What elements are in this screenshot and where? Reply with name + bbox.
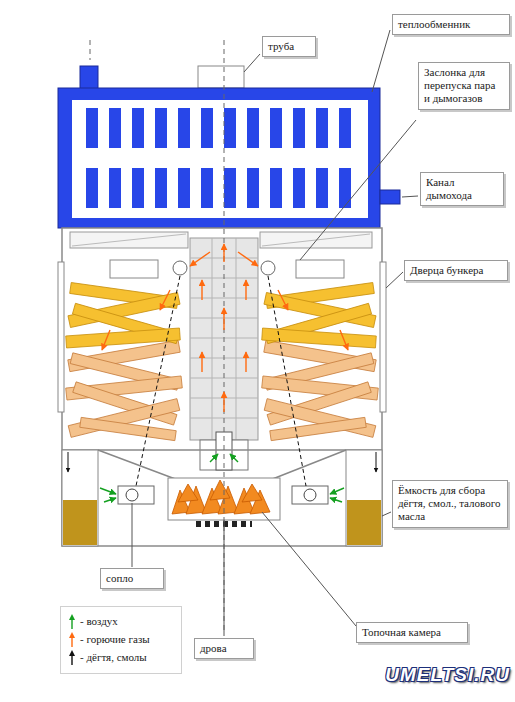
callout-box: дрова: [194, 638, 254, 659]
callout-text: сопло: [106, 572, 158, 585]
callout-text: Дверца бункера: [410, 264, 502, 277]
callout-box: труба: [262, 36, 316, 57]
legend-text: - дёгтя, смолы: [80, 651, 147, 664]
callout-box: Ёмкость для сбора дёгтя, смол., талового…: [392, 480, 508, 528]
callout-text: Ёмкость для сбора дёгтя, смол., талового…: [398, 484, 502, 524]
callout-box: Топочная камера: [356, 622, 468, 643]
legend-row: - воздух: [67, 614, 175, 630]
callout-text: труба: [268, 40, 310, 53]
callout-text: Топочная камера: [362, 626, 462, 639]
legend-arrow: [67, 614, 77, 630]
callout-text: Заслонка для перепуска пара и дымогазов: [424, 66, 504, 106]
legend-text: - воздух: [80, 615, 118, 628]
callout-text: теплообменник: [398, 18, 504, 31]
legend-arrow: [67, 632, 77, 648]
legend-arrow: [67, 650, 77, 666]
legend-box: - воздух - горючие газы - дёгтя, смолы: [60, 606, 182, 674]
callout-box: сопло: [100, 568, 164, 589]
callout-box: Канал дымохода: [420, 172, 504, 206]
callout-box: теплообменник: [392, 14, 510, 35]
legend-row: - дёгтя, смолы: [67, 650, 175, 666]
legend-text: - горючие газы: [80, 633, 150, 646]
callout-box: Заслонка для перепуска пара и дымогазов: [418, 62, 510, 110]
watermark: UMELTSI.RU: [385, 664, 510, 686]
callout-box: Дверца бункера: [404, 260, 508, 281]
callout-text: Канал дымохода: [426, 176, 498, 202]
callout-text: дрова: [200, 642, 248, 655]
legend-row: - горючие газы: [67, 632, 175, 648]
